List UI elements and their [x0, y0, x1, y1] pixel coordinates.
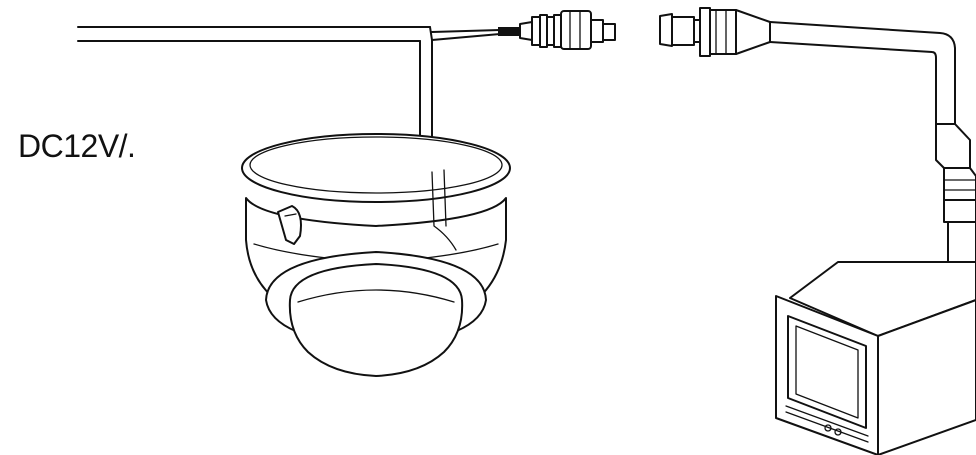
dome-camera-icon — [241, 133, 511, 377]
camera-cable — [419, 26, 501, 151]
monitor-icon — [775, 261, 976, 455]
bnc-connector-icon — [659, 7, 771, 57]
power-wires — [77, 26, 431, 42]
power-label: DC12V/. — [18, 128, 136, 164]
power-plug-icon — [498, 10, 616, 50]
monitor-cable — [769, 21, 976, 265]
